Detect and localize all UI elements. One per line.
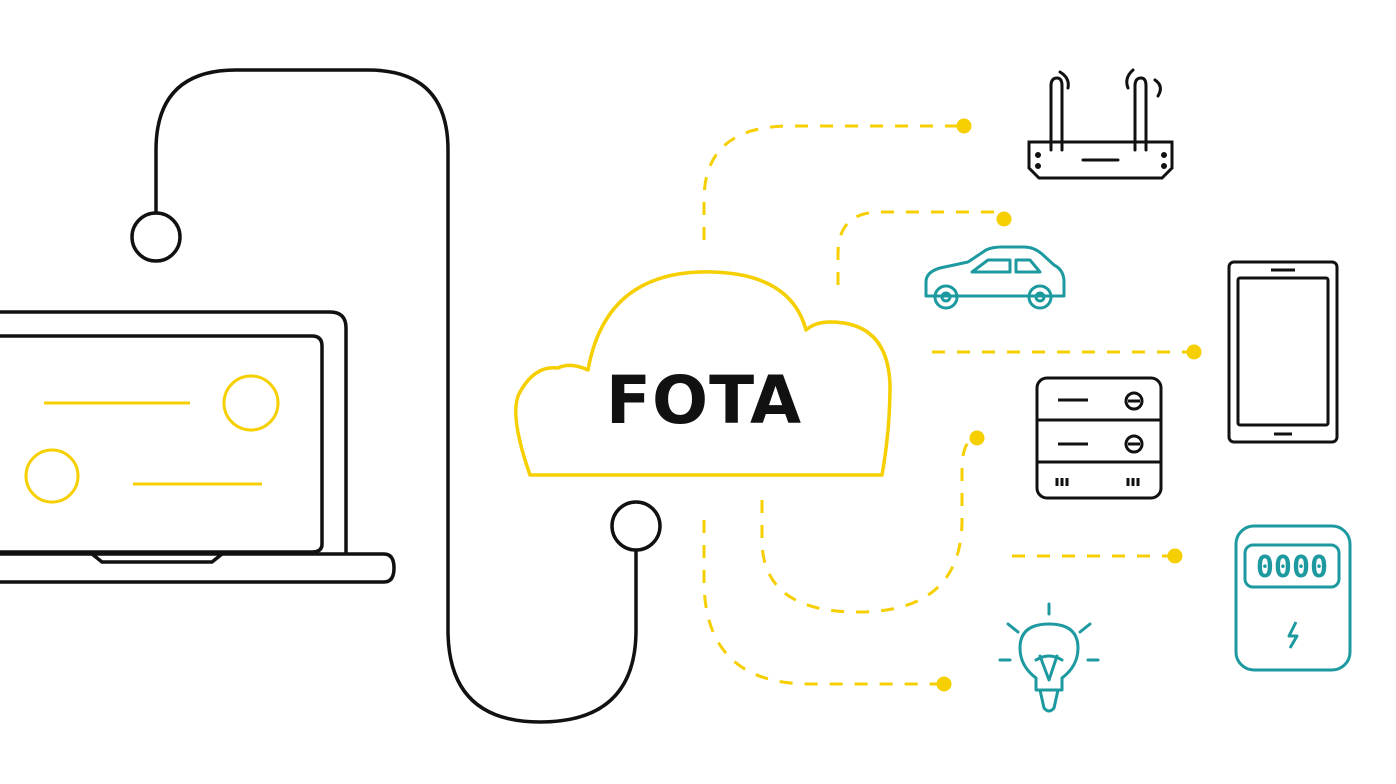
cloud-title: FOTA bbox=[606, 362, 802, 439]
endpoint-meter bbox=[1167, 548, 1183, 564]
endpoint-router bbox=[956, 118, 972, 134]
router-icon bbox=[1027, 68, 1174, 180]
cable-end-node-laptop bbox=[130, 211, 182, 263]
cable-end-node-cloud bbox=[610, 500, 662, 552]
endpoint-server bbox=[969, 430, 985, 446]
smart-meter-icon: 0000 bbox=[1234, 524, 1352, 672]
endpoint-bulb bbox=[936, 676, 952, 692]
link-bulb bbox=[702, 520, 942, 686]
server-icon bbox=[1035, 376, 1163, 500]
screen-circle-bottom bbox=[24, 448, 80, 504]
tablet-icon bbox=[1227, 260, 1339, 444]
endpoint-tablet bbox=[1186, 344, 1202, 360]
link-car bbox=[836, 210, 1002, 285]
link-router bbox=[702, 124, 962, 240]
link-server bbox=[760, 436, 977, 614]
screen-circle-top bbox=[222, 374, 280, 432]
laptop-icon bbox=[0, 310, 396, 584]
connection-endpoints bbox=[936, 118, 1202, 692]
fota-cloud: FOTA bbox=[514, 270, 892, 477]
light-bulb-icon bbox=[998, 602, 1100, 713]
dashed-connections bbox=[702, 124, 1192, 686]
meter-digits: 0000 bbox=[1256, 550, 1328, 585]
endpoint-car bbox=[996, 211, 1012, 227]
car-icon bbox=[924, 245, 1066, 310]
connection-cable bbox=[130, 68, 662, 724]
